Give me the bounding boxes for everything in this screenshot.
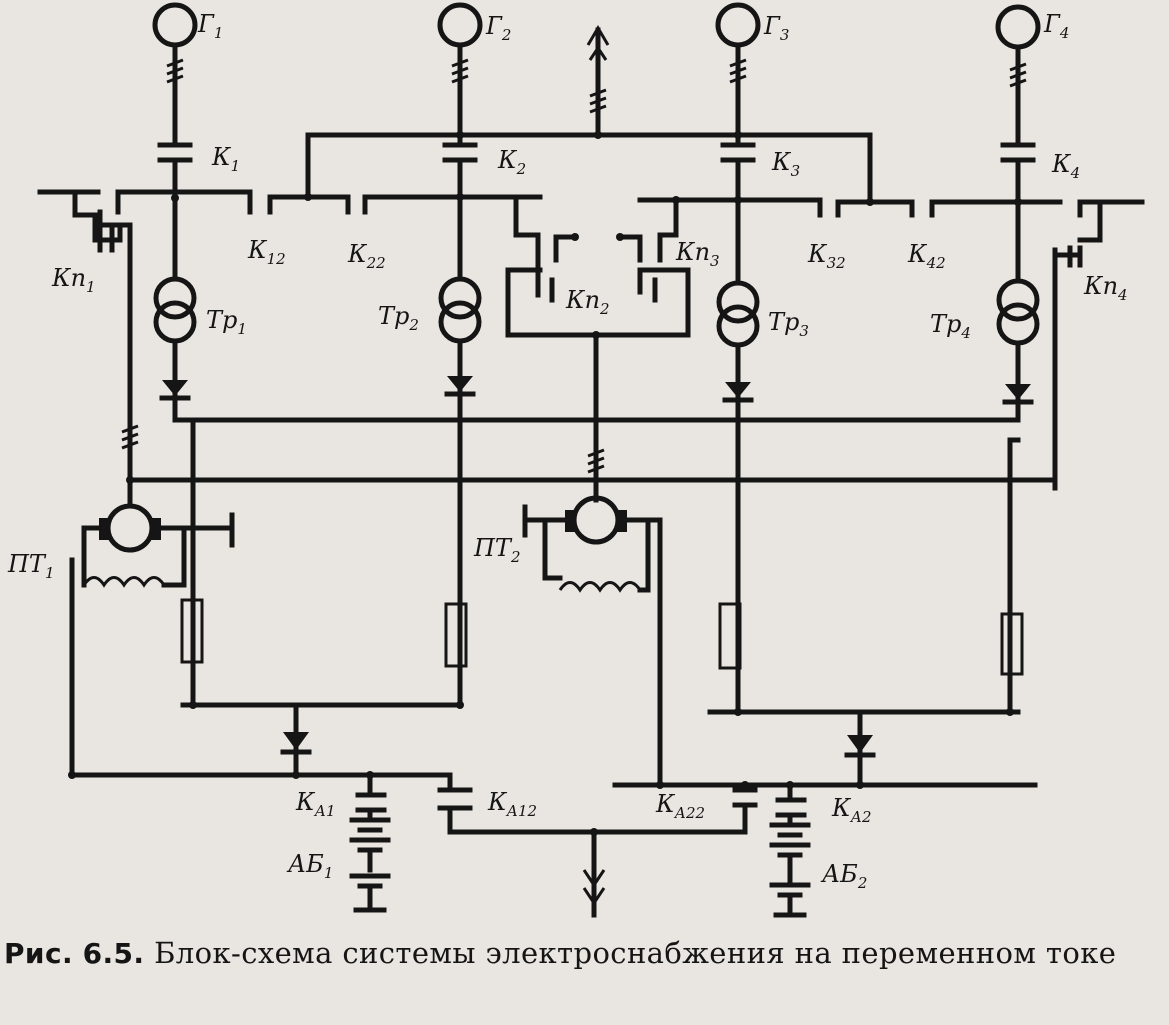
dc-bus-right	[612, 708, 1038, 789]
contactor-k3	[720, 142, 756, 201]
converter-pt2	[522, 495, 663, 783]
label-g3: Г3	[763, 12, 789, 44]
ac-bus-2	[267, 193, 543, 263]
ac-bus-1	[37, 189, 253, 215]
converter-pt1	[69, 477, 235, 778]
label-tr4: Тр4	[930, 310, 971, 342]
label-tr1: Тр1	[206, 306, 247, 338]
contactor-ka12-ka22	[437, 772, 758, 918]
tie-bus	[305, 25, 873, 203]
ac-bus-3	[637, 196, 823, 263]
label-ka1: КА1	[295, 788, 335, 820]
contactor-kp1	[72, 189, 133, 433]
label-k12: К12	[247, 236, 286, 268]
label-g2: Г2	[485, 12, 511, 44]
label-kp2: Кп2	[565, 286, 610, 318]
label-ka12: КА12	[487, 788, 537, 820]
label-k1: К1	[211, 143, 240, 175]
label-k42: К42	[907, 240, 946, 272]
fuses	[180, 598, 1024, 676]
label-k22: К22	[347, 240, 386, 272]
generator-feeders	[166, 42, 1027, 143]
generator-g1	[152, 2, 198, 48]
contactor-k4	[1000, 142, 1036, 203]
transformer-tr3	[716, 197, 760, 715]
caption-number: 6.5.	[82, 937, 145, 970]
generator-g4	[995, 4, 1041, 50]
battery-ab2	[769, 781, 811, 918]
component-labels: Г1 Г2 Г3 Г4 К1 К2 К3 К4 К12 К22 К32 К42 …	[7, 10, 1128, 892]
label-ab1: АБ1	[286, 850, 333, 882]
label-k2: К2	[497, 146, 526, 178]
battery-ab1	[349, 771, 391, 913]
label-ka2: КА2	[831, 794, 871, 826]
dc-bus-left	[68, 701, 464, 779]
label-ab2: АБ2	[820, 860, 867, 892]
contactor-k2	[442, 142, 478, 201]
label-g1: Г1	[197, 10, 223, 42]
label-ka22: КА22	[655, 790, 705, 822]
label-g4: Г4	[1043, 10, 1069, 42]
label-kp4: Кп4	[1083, 272, 1128, 304]
label-k4: К4	[1051, 150, 1080, 182]
label-k32: К32	[807, 240, 846, 272]
caption-text: Блок-схема системы электроснабжения на п…	[154, 936, 1117, 970]
label-tr3: Тр3	[768, 308, 809, 340]
contactor-kp4	[1052, 222, 1103, 491]
label-tr2: Тр2	[378, 302, 419, 334]
transformer-tr2	[438, 195, 482, 708]
label-kp3: Кп3	[675, 238, 720, 270]
power-supply-block-diagram: Г1 Г2 Г3 Г4 К1 К2 К3 К4 К12 К22 К32 К42 …	[7, 2, 1145, 918]
contactor-kp2	[505, 233, 691, 503]
label-pt2: ПТ2	[473, 534, 520, 566]
transformer-tr4	[996, 197, 1040, 423]
ac-bus-4	[835, 198, 1145, 228]
generator-g3	[715, 2, 761, 48]
label-pt1: ПТ1	[7, 550, 54, 582]
label-k3: К3	[771, 148, 800, 180]
caption-prefix: Рис.	[4, 937, 73, 970]
label-kp1: Кп1	[51, 264, 96, 296]
figure-caption: Рис. 6.5. Блок-схема системы электроснаб…	[4, 936, 1166, 970]
generator-g2	[437, 2, 483, 48]
